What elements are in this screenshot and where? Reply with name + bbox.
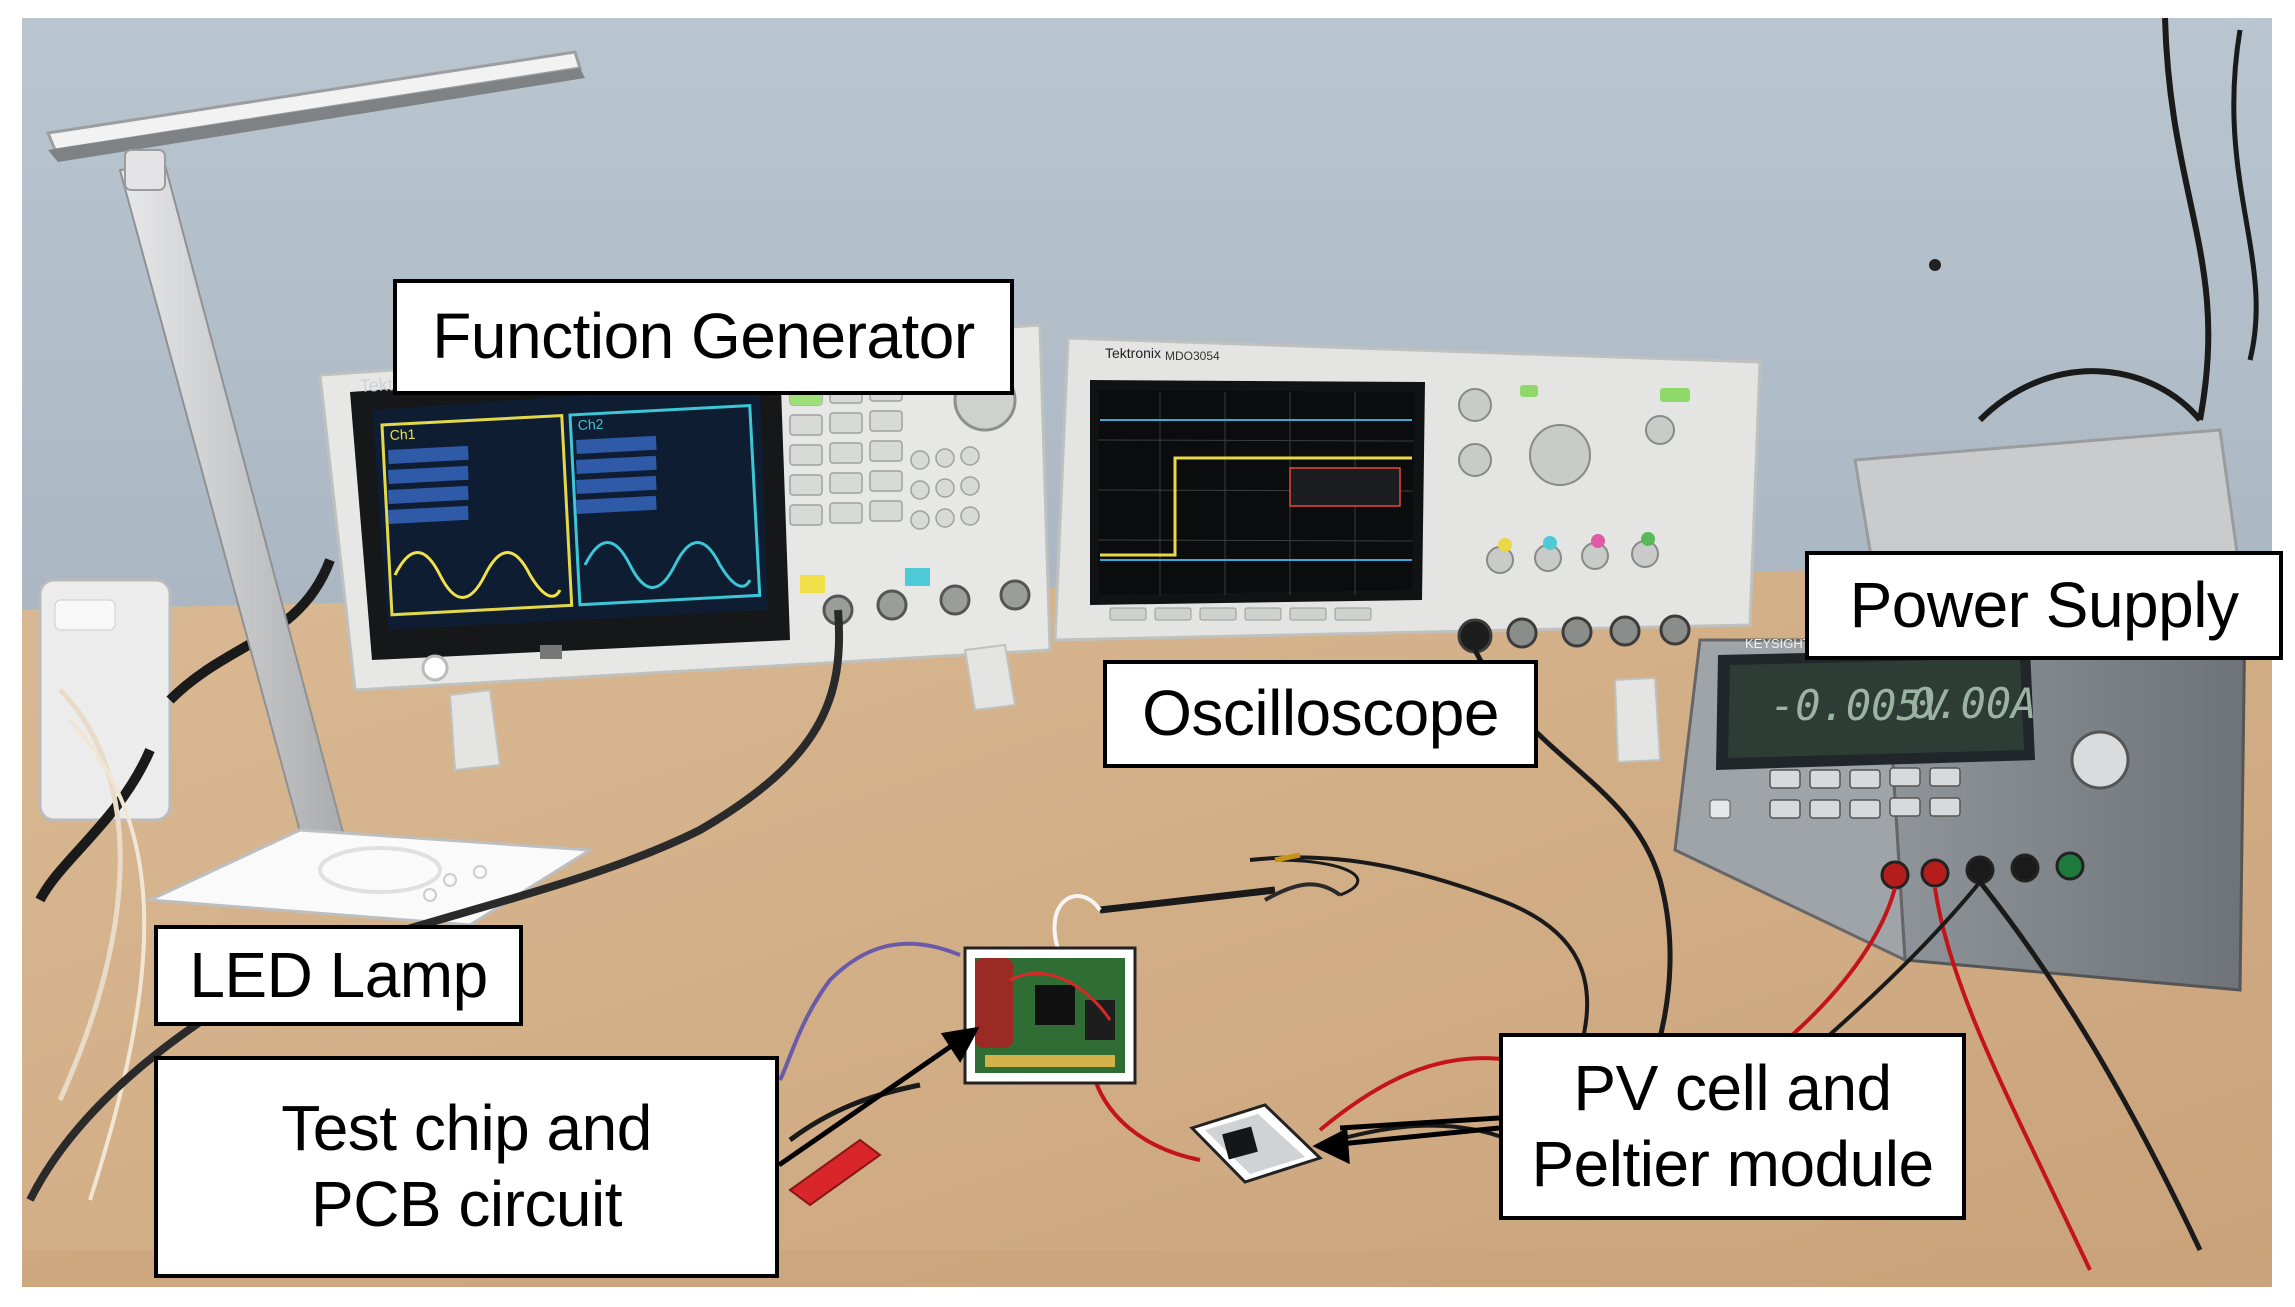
osc-bnc-connectors [1457, 614, 1691, 654]
label-test-chip-pcb: Test chip and PCB circuit [154, 1056, 779, 1278]
fg-ch2-label: Ch2 [577, 416, 604, 433]
fg-output-cable [26, 609, 844, 1202]
fg-sine-ch1 [393, 551, 562, 599]
fg-sine-ch2 [583, 541, 752, 589]
test-pcb [963, 946, 1137, 1085]
ps-adjust-knob [2070, 730, 2130, 790]
ps-brand: KEYSIGHT [1745, 636, 1811, 651]
fg-keypad [789, 380, 980, 530]
pv-cell-module [1189, 1103, 1323, 1184]
osc-model: MDO3054 [1165, 349, 1220, 363]
fg-param-rows [388, 435, 657, 524]
ps-current-readout: 0.00A [1910, 679, 2036, 728]
label-function-generator: Function Generator [393, 279, 1014, 395]
red-alligator-clip [788, 1138, 882, 1207]
ps-buttons [1769, 767, 1961, 819]
osc-brand: Tektronix [1105, 345, 1161, 361]
osc-trace-yellow [1100, 456, 1412, 557]
osc-knobs [1458, 388, 1675, 574]
arrows [777, 1026, 1500, 1168]
fg-ch1-label: Ch1 [389, 426, 416, 443]
osc-grid [1097, 392, 1415, 595]
function-generator: Tektronix Ch1 Ch2 [318, 323, 1052, 772]
led-lamp [45, 50, 595, 927]
label-pv-cell-peltier: PV cell and Peltier module [1499, 1033, 1966, 1220]
ps-voltage-readout: -0.005V [1770, 681, 1950, 730]
label-led-lamp: LED Lamp [154, 925, 523, 1026]
oscilloscope: Tektronix MDO3054 [1053, 336, 1762, 764]
label-power-supply: Power Supply [1805, 551, 2283, 660]
osc-softkeys [1109, 607, 1372, 621]
label-oscilloscope: Oscilloscope [1103, 660, 1538, 768]
